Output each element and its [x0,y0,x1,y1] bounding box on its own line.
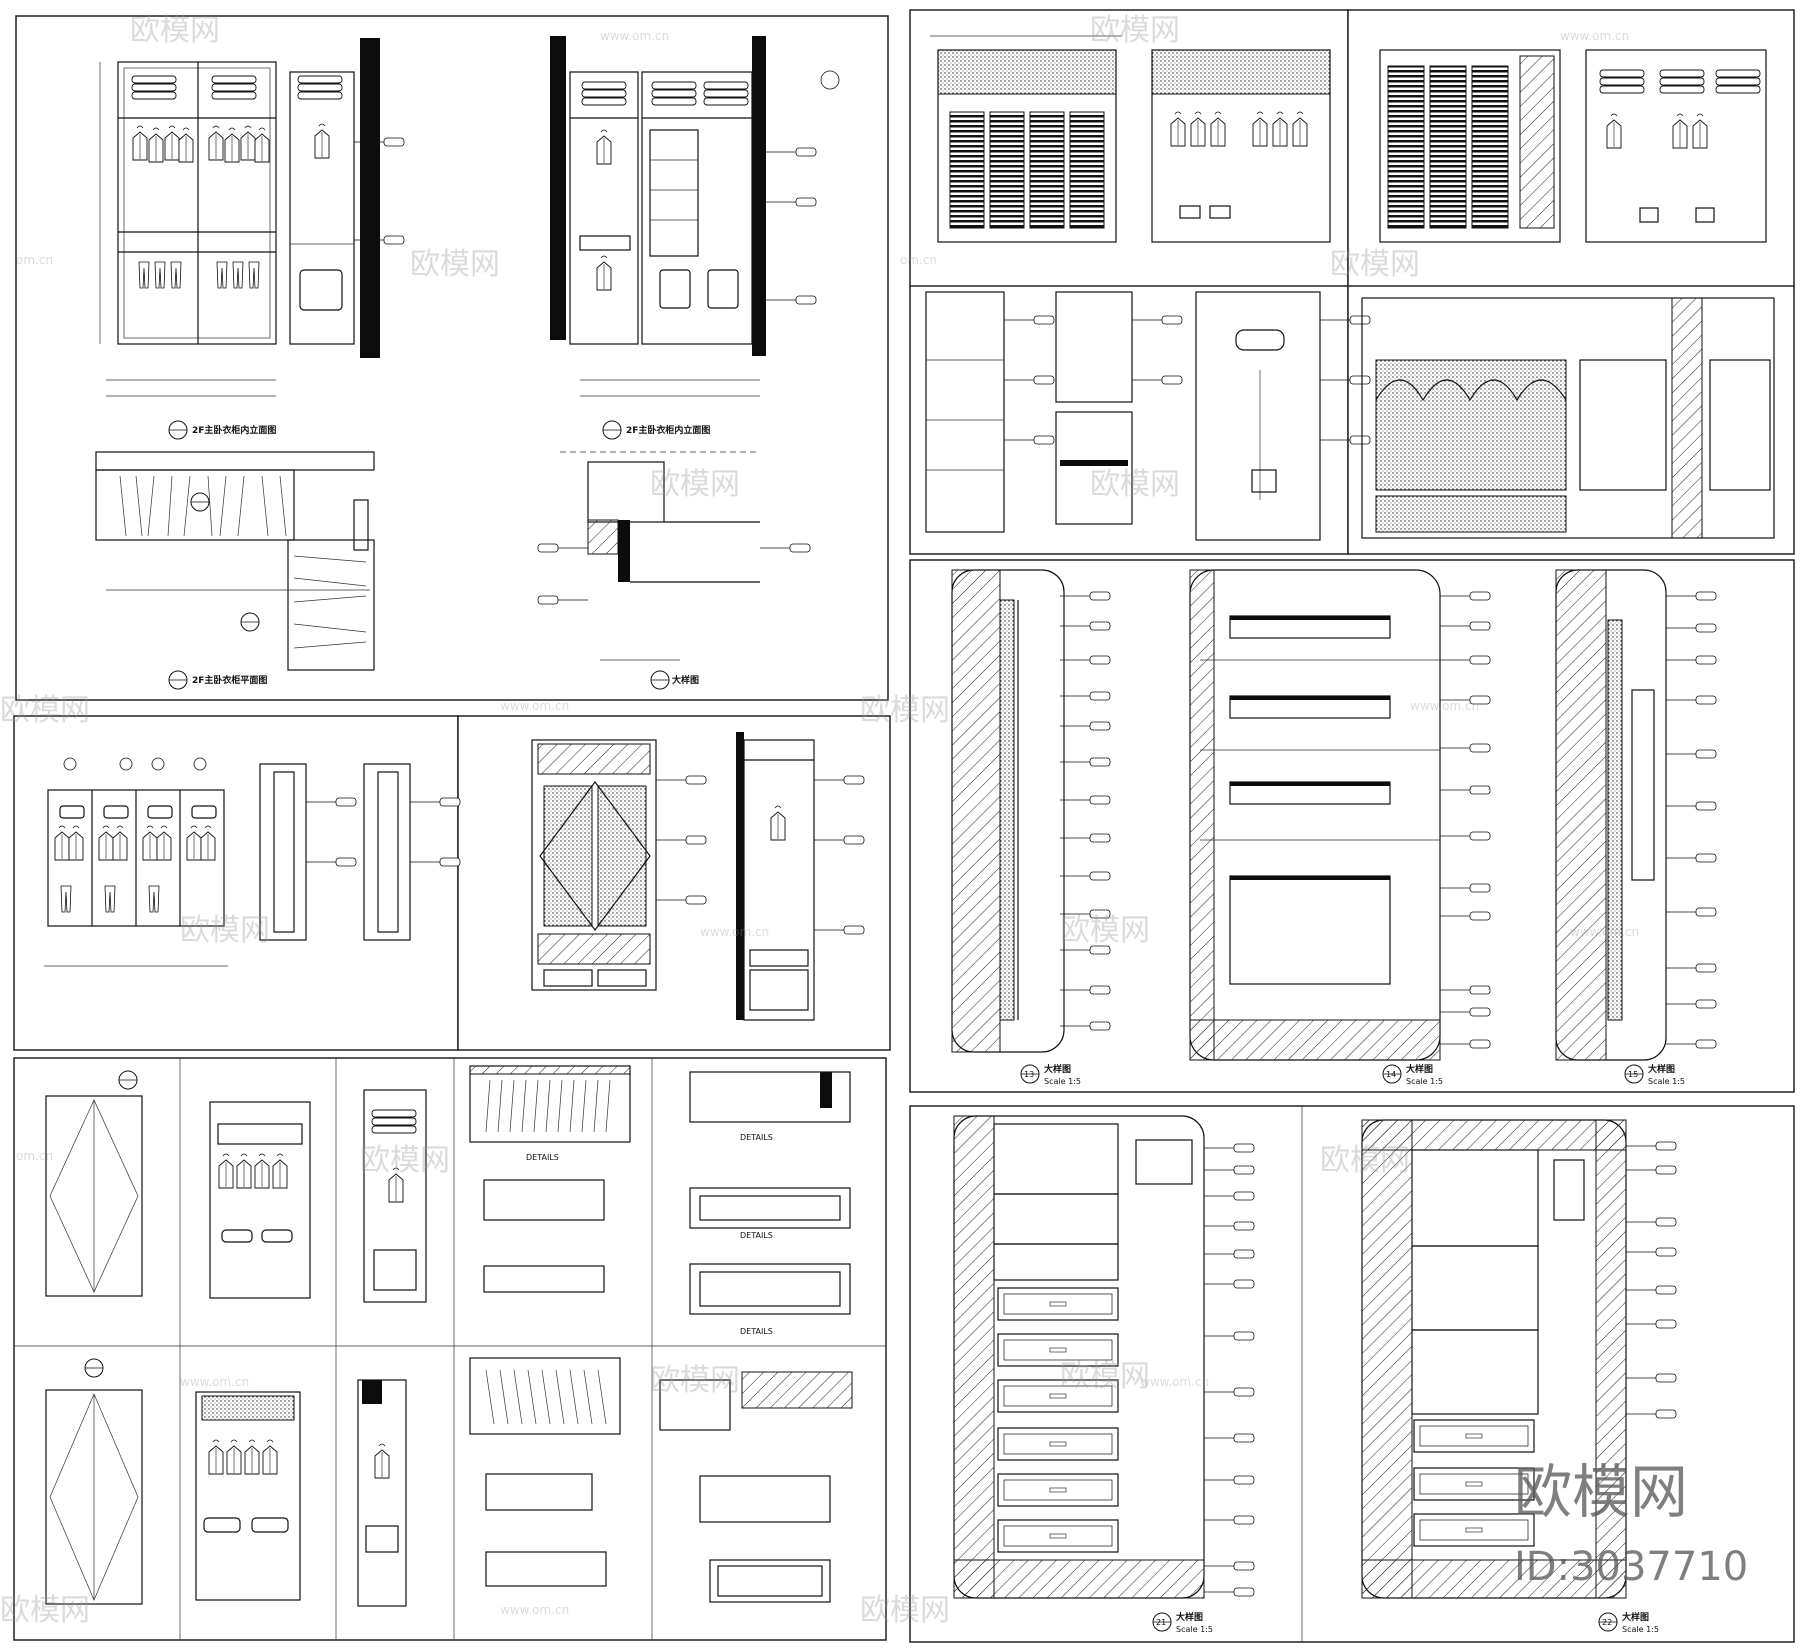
details-caption-3: DETAILS [740,1327,773,1336]
detail-caption-15: 大样图 [1648,1063,1675,1075]
watermark-site-11: www.om.cn [1140,1375,1209,1389]
watermark-site-4: om.cn [900,253,937,267]
sheet-ref-13: 13 [1024,1070,1034,1079]
watermark-brand-4: 欧模网 [1330,247,1420,282]
watermark-brand-13: 欧模网 [1060,1359,1150,1394]
watermark-brand-7: 欧模网 [0,693,90,728]
watermark-brand-15: 欧模网 [0,1593,90,1628]
watermark-site-6: www.om.cn [1410,699,1479,713]
watermark-site-2: www.om.cn [1560,29,1629,43]
detail-caption-21: 大样图 [1176,1611,1203,1623]
panel-louvered-door-elevations [909,9,1795,289]
panel-section-details [909,285,1795,555]
watermark-site-5: www.om.cn [500,699,569,713]
scale-caption-15: Scale 1:5 [1648,1077,1685,1086]
watermark-brand-11: 欧模网 [360,1143,450,1178]
watermark-site-7: www.om.cn [700,925,769,939]
watermark-brand-6: 欧模网 [1090,467,1180,502]
svg-text:2F主卧衣柜内立面图: 2F主卧衣柜内立面图 [192,424,276,436]
panel-wardrobe-elevations-2 [13,715,891,1051]
watermark-site-9: om.cn [16,1149,53,1163]
panel-master-wardrobe-elevations: 2F主卧衣柜内立面图 2F主卧衣柜内立面图 [15,15,889,701]
watermark-brand-2: 欧模网 [1090,13,1180,48]
svg-text:2F主卧衣柜平面图: 2F主卧衣柜平面图 [192,674,267,686]
panel-large-section-details: 大样图 Scale 1:5 13 大样图 Scale 1:5 14 [909,559,1795,1093]
sheet-ref-15: 15 [1628,1070,1638,1079]
detail-caption-13: 大样图 [1044,1063,1071,1075]
watermark-brand-3: 欧模网 [410,247,500,282]
watermark-brand-10: 欧模网 [1060,913,1150,948]
watermark-brand-9: 欧模网 [180,913,270,948]
details-caption-1: DETAILS [740,1133,773,1142]
watermark-layer: 欧模网 欧模网 www.om.cn www.om.cn 欧模网 欧模网 om.c… [0,13,1748,1628]
detail-caption-a: 大样图 [672,674,699,686]
scale-caption-13: Scale 1:5 [1044,1077,1081,1086]
detail-caption-22: 大样图 [1622,1611,1649,1623]
watermark-brand-5: 欧模网 [650,467,740,502]
panel-door-and-drawer-details: DETAILS DETAILS DETAILS DETAILS [13,1057,887,1641]
scale-caption-14: Scale 1:5 [1406,1077,1443,1086]
sheet-ref-22: 22 [1602,1618,1612,1627]
watermark-id: ID:3037710 [1514,1544,1748,1590]
watermark-brand-14: 欧模网 [650,1363,740,1398]
watermark-brand-large: 欧模网 [1514,1458,1688,1526]
panel-drawer-section-details: 大样图 Scale 1:5 21 大样图 Scale 1:5 22 [909,1105,1795,1643]
watermark-brand-12: 欧模网 [1320,1143,1410,1178]
watermark-site-10: www.om.cn [180,1375,249,1389]
watermark-site-12: www.om.cn [500,1603,569,1617]
details-caption-2: DETAILS [740,1231,773,1240]
watermark-site-8: www.om.cn [1570,925,1639,939]
watermark-site-3: om.cn [16,253,53,267]
watermark-brand-16: 欧模网 [860,1593,950,1628]
sheet-ref-21: 21 [1156,1618,1166,1627]
sheet-ref-14: 14 [1386,1070,1396,1079]
watermark-brand-8: 欧模网 [860,693,950,728]
watermark-site-1: www.om.cn [600,29,669,43]
scale-caption-22: Scale 1:5 [1622,1625,1659,1634]
scale-caption-21: Scale 1:5 [1176,1625,1213,1634]
detail-caption-14: 大样图 [1406,1063,1433,1075]
watermark-brand-1: 欧模网 [130,13,220,48]
svg-text:2F主卧衣柜内立面图: 2F主卧衣柜内立面图 [626,424,710,436]
details-caption-4: DETAILS [526,1153,559,1162]
